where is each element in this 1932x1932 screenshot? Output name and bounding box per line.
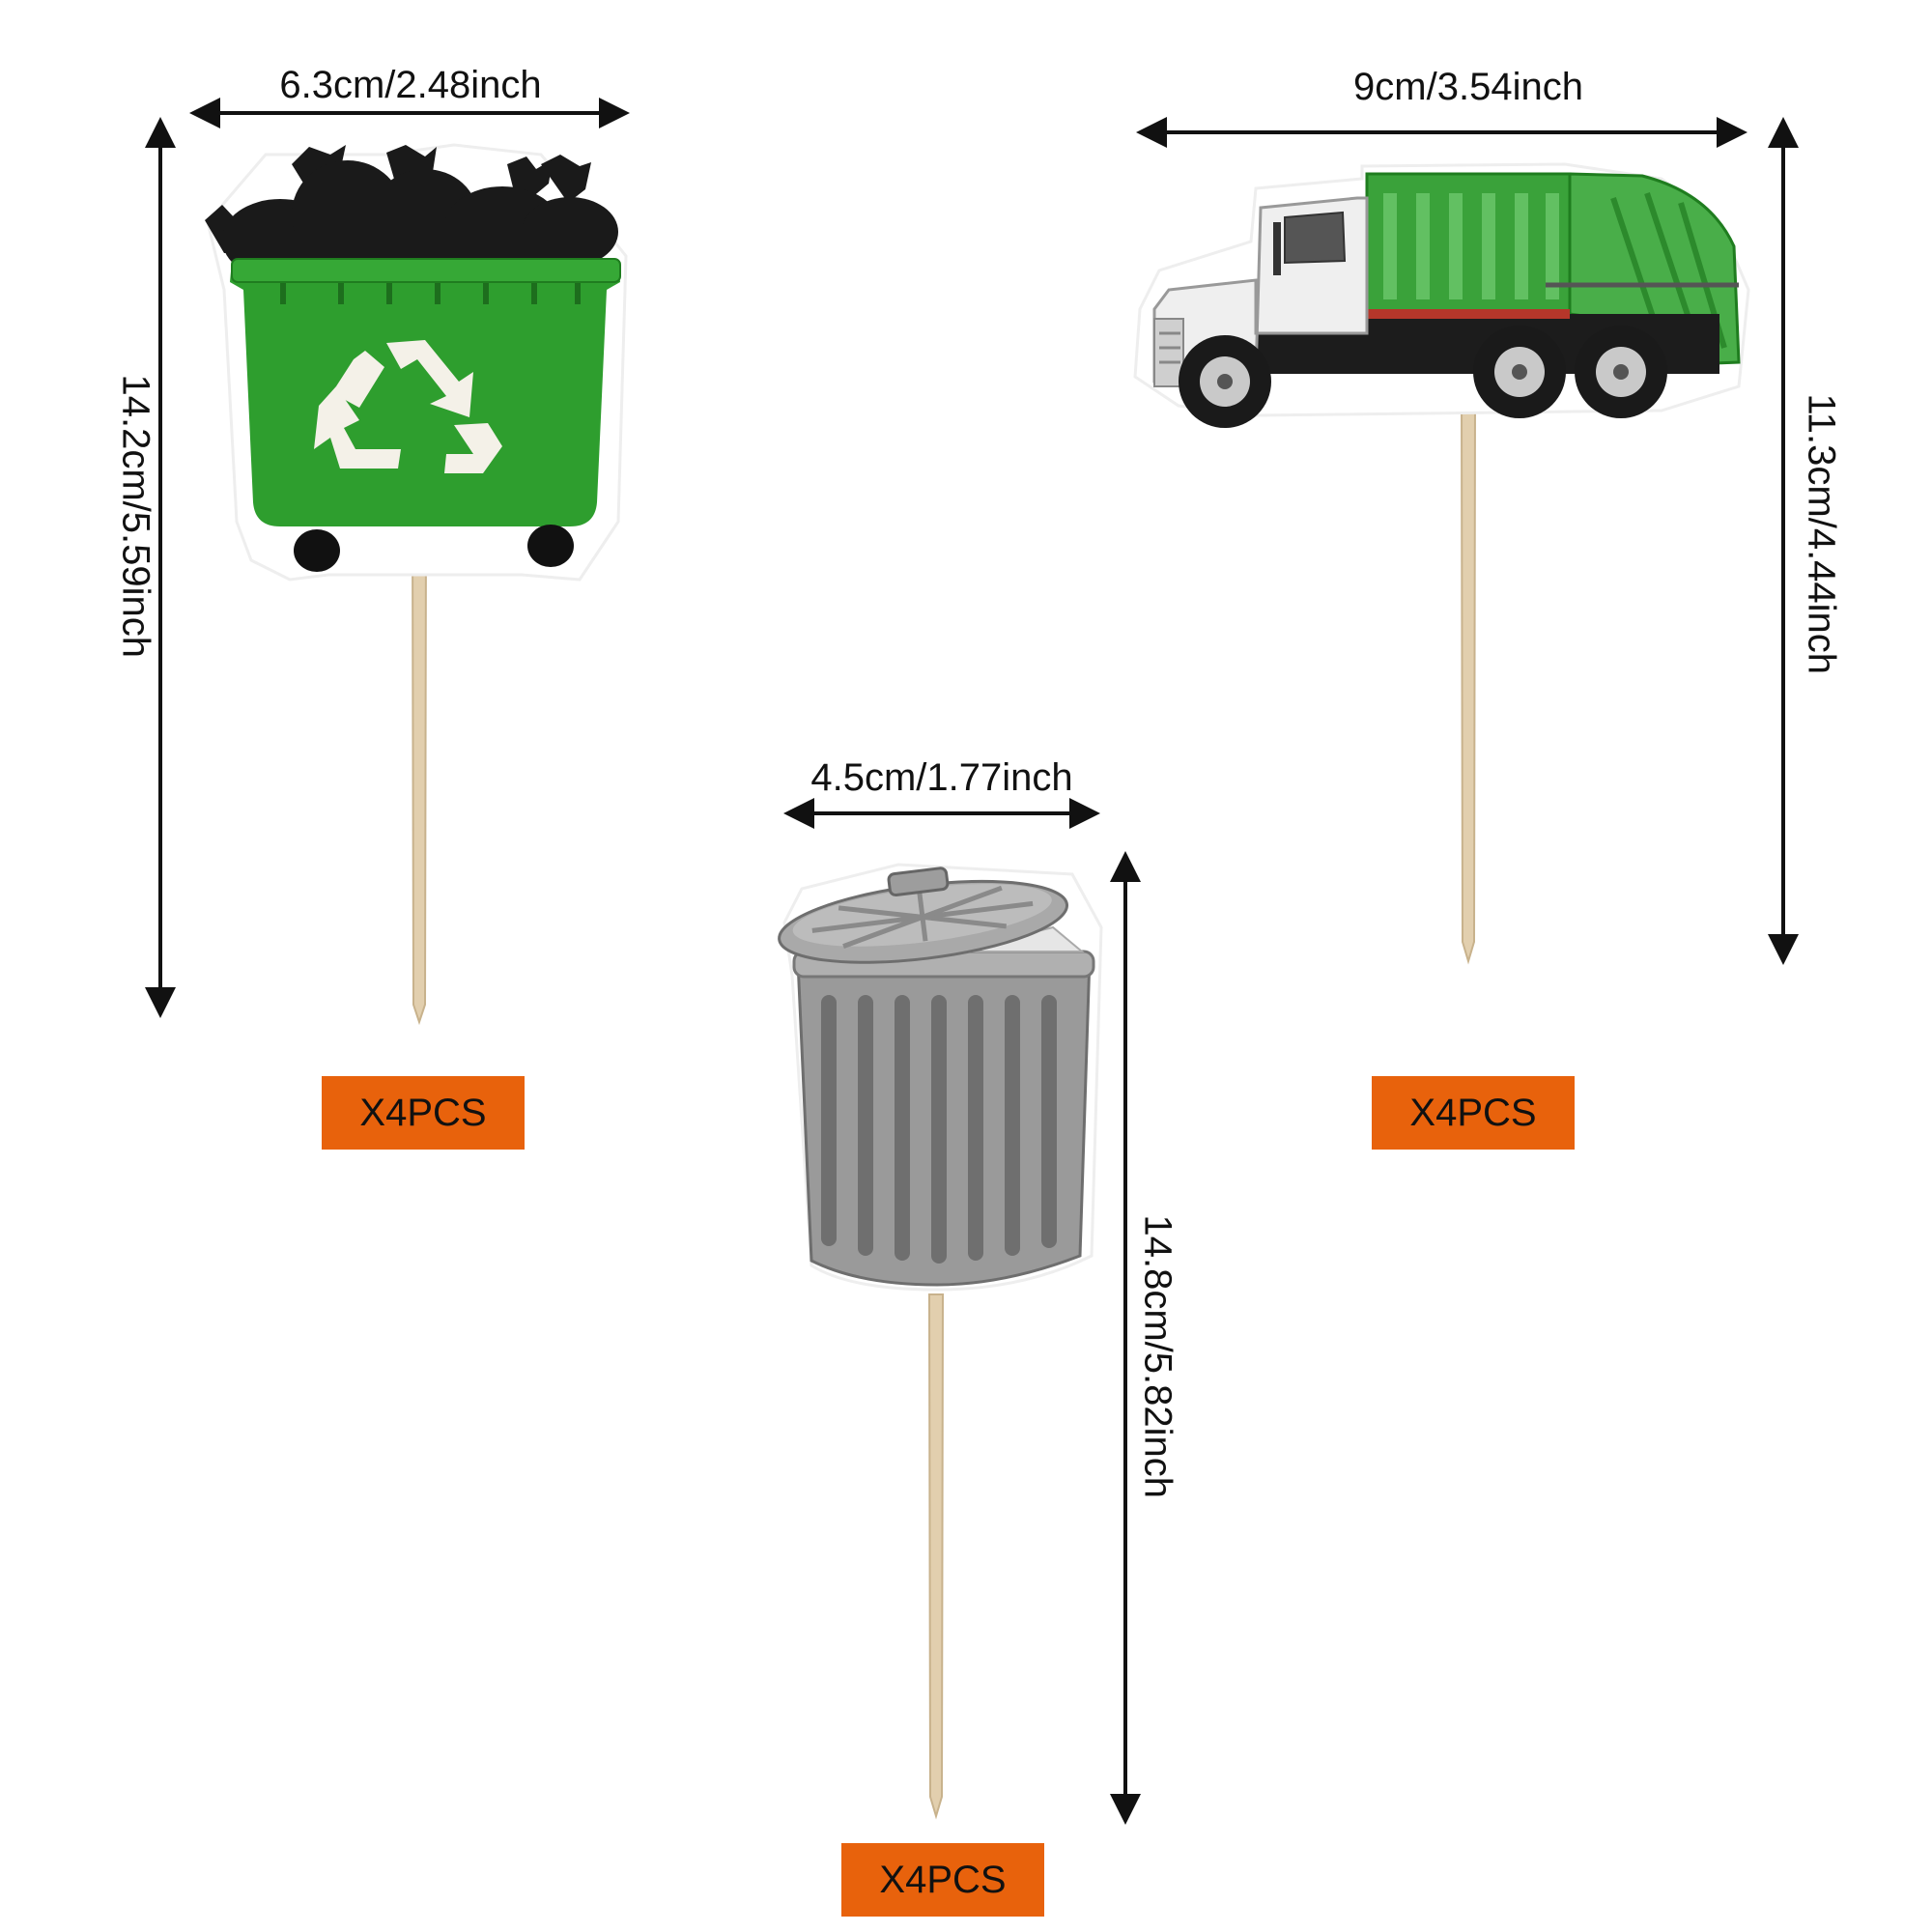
can-lid	[778, 867, 1069, 964]
can-height-label: 14.8cm/5.82inch	[1136, 1214, 1179, 1499]
recycle-bin-topper	[205, 143, 628, 1026]
bin-body	[230, 261, 620, 526]
truck-wheel-rear	[1575, 326, 1667, 418]
bin-wheel-left	[294, 529, 340, 572]
trash-can-topper	[778, 863, 1103, 1820]
truck-quantity-badge: X4PCS	[1372, 1076, 1575, 1150]
bin-height-label: 14.2cm/5.59inch	[114, 374, 157, 659]
bin-quantity-badge: X4PCS	[322, 1076, 525, 1150]
truck-compactor	[1365, 172, 1572, 316]
truck-width-label: 9cm/3.54inch	[1353, 66, 1583, 108]
garbage-bag-icon	[205, 145, 618, 280]
can-stick	[927, 1293, 945, 1820]
bin-stick	[411, 521, 428, 1026]
truck-wheel-middle	[1473, 326, 1566, 418]
truck-stick	[1460, 395, 1477, 965]
truck-wheel-front	[1179, 335, 1271, 428]
bin-width-label: 6.3cm/2.48inch	[279, 64, 542, 106]
recycle-icon	[314, 340, 502, 473]
truck-height-label: 11.3cm/4.44inch	[1800, 393, 1843, 675]
bin-wheel-right	[527, 525, 574, 567]
can-quantity-badge: X4PCS	[841, 1843, 1044, 1917]
garbage-truck-topper	[1133, 162, 1750, 965]
can-width-label: 4.5cm/1.77inch	[810, 756, 1073, 799]
